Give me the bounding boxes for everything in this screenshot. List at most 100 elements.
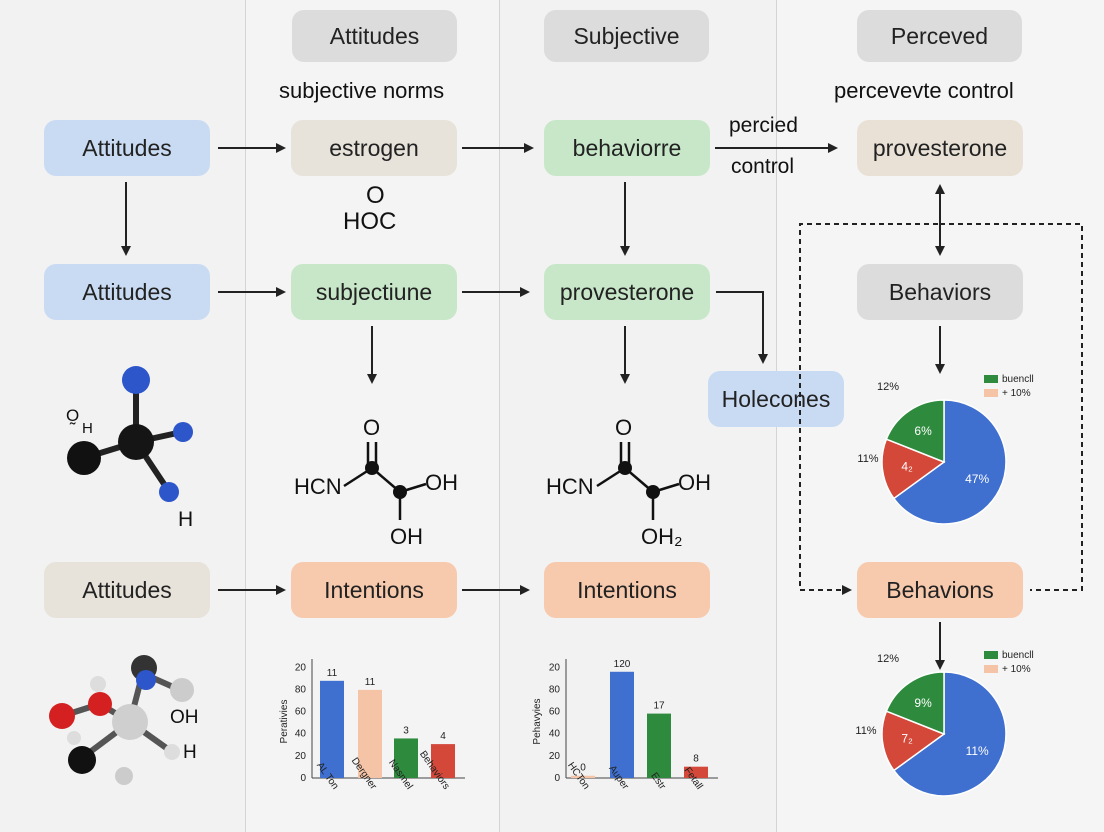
ball-model-1-h: H (178, 508, 194, 531)
pie-outside-label: 11% (855, 725, 876, 737)
pie-legend-label: + 10% (1002, 388, 1031, 399)
pie-outside-label: 12% (877, 381, 899, 393)
molecule-2-atom (646, 485, 660, 499)
pie-slice-label: 11% (966, 744, 989, 758)
pie-legend-swatch (984, 389, 998, 397)
hoc-formula-label: HOC (343, 208, 397, 235)
bar-chart-y-label: Pehavyies (532, 698, 543, 744)
bar-chart-y-tick: 80 (549, 684, 561, 695)
pie-outside-label: 11% (857, 453, 878, 465)
bar (358, 689, 382, 778)
bar-chart-y-tick: 0 (300, 773, 306, 784)
pie-outside-label: 12% (877, 653, 899, 665)
pie-slice (885, 399, 945, 464)
bar-value-label: 3 (403, 725, 409, 736)
arrow-to-holecones (716, 291, 768, 364)
ball-model-1-label: O̰ (66, 406, 80, 425)
node-behavions: Behavions (857, 562, 1023, 618)
molecule-1-bonds (343, 442, 427, 520)
hoc-oxygen-label: O (366, 182, 385, 209)
arrow-label-perceived: percied (729, 114, 798, 137)
ball-and-stick-1 (67, 366, 193, 502)
molecule-2-bonds (596, 442, 680, 520)
bar (610, 671, 634, 778)
node-attitudes-2: Attitudes (44, 264, 210, 320)
node-provesterone-2: provesterone (544, 264, 710, 320)
subheader-subjective-norms: subjective norms (279, 78, 445, 103)
bar-value-label: 8 (693, 754, 699, 765)
molecule-2-oh-bottom: OH₂ (641, 524, 683, 549)
bar-value-label: 17 (653, 701, 665, 712)
bar-chart-y-tick: 20 (549, 751, 561, 762)
bar-chart-y-tick: 20 (295, 662, 307, 673)
bar (571, 775, 595, 778)
header-attitudes: Attitudes (292, 10, 457, 62)
node-behaviors: Behaviors (857, 264, 1023, 320)
pie-slice (892, 399, 1007, 525)
bar (647, 713, 671, 778)
header-perceived: Perceved (857, 10, 1022, 62)
ball-model-1-h-small: H (82, 420, 93, 437)
node-attitudes-3: Attitudes (44, 562, 210, 618)
bar-value-label: 120 (614, 659, 631, 670)
molecule-1-oxygen: O (363, 415, 381, 440)
node-attitudes-1: Attitudes (44, 120, 210, 176)
bar (320, 680, 344, 778)
molecule-1-oh-bottom: OH (390, 524, 423, 549)
pie-slice (881, 710, 946, 772)
arrow-label-control: control (731, 155, 795, 178)
molecule-1-oh: OH (425, 470, 458, 495)
bar-chart-y-tick: 0 (554, 773, 560, 784)
ball-and-stick-2 (49, 655, 194, 785)
pie-legend-label: buencll (1002, 374, 1034, 385)
dashed-feedback-right (940, 223, 1083, 591)
pie-slice-label: 47% (965, 472, 989, 486)
pie-slice (881, 438, 946, 500)
pie-slice-label: 7₂ (901, 732, 913, 746)
pie-slice (885, 671, 945, 736)
bar-value-label: 11 (327, 668, 338, 679)
pie-legend-label: + 10% (1002, 664, 1031, 675)
bar (431, 744, 455, 778)
molecule-2-hcn: HCN (546, 474, 594, 499)
bar (684, 766, 708, 778)
node-holecones: Holecones (708, 371, 844, 427)
bar-chart-y-tick: 20 (549, 662, 561, 673)
pie-legend-swatch (984, 375, 998, 383)
bar-chart-y-tick: 40 (549, 729, 561, 740)
bar-value-label: 0 (580, 763, 586, 774)
bar (394, 738, 418, 778)
pie-slice-label: 4₂ (901, 460, 913, 474)
pie-slice (892, 671, 1007, 797)
header-subjective: Subjective (544, 10, 709, 62)
pie-slice-label: 6% (914, 424, 932, 438)
molecule-1-atom (365, 461, 379, 475)
molecule-2-oh: OH (678, 470, 711, 495)
bar-chart-y-tick: 60 (549, 707, 561, 718)
bar-chart-y-tick: 20 (295, 751, 307, 762)
pie-legend-swatch (984, 665, 998, 673)
bar-chart-y-tick: 80 (295, 684, 307, 695)
node-intentions-1: Intentions (291, 562, 457, 618)
pie-slice-label: 9% (914, 696, 932, 710)
node-behaviorre: behaviorre (544, 120, 710, 176)
node-intentions-2: Intentions (544, 562, 710, 618)
pie-legend-label: buencll (1002, 650, 1034, 661)
subheader-perceived-control: percevevte control (834, 78, 1014, 103)
ball-model-2-h: H (183, 742, 197, 763)
molecule-1-atom (393, 485, 407, 499)
node-estrogen: estrogen (291, 120, 457, 176)
bar-chart-y-tick: 40 (295, 729, 307, 740)
molecule-1-hcn: HCN (294, 474, 342, 499)
molecule-2-atom (618, 461, 632, 475)
node-provesterone-1: provesterone (857, 120, 1023, 176)
bar-chart-y-tick: 60 (295, 707, 307, 718)
ball-model-2-oh: OH (170, 707, 199, 728)
column-divider (499, 0, 500, 832)
node-subjectiune: subjectiune (291, 264, 457, 320)
column-divider (245, 0, 246, 832)
bar-chart-y-label: Perativies (279, 700, 290, 744)
